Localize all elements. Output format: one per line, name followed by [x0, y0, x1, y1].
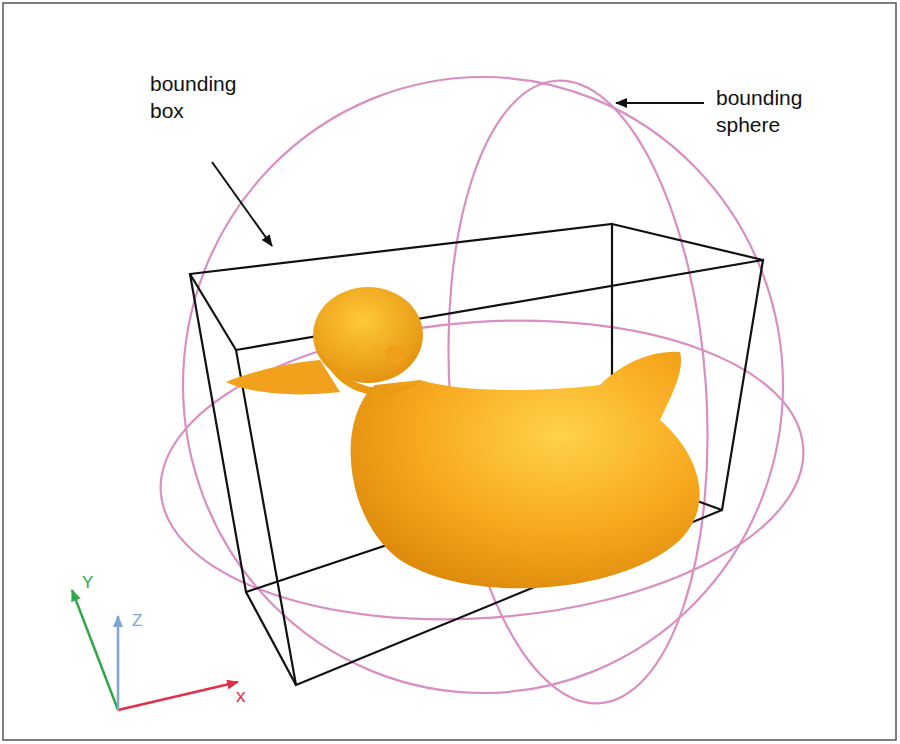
axis-label: Z: [132, 610, 142, 632]
axis-label: Y: [82, 572, 93, 594]
axis-label: x: [236, 684, 246, 709]
callout-label: bounding box: [150, 70, 262, 125]
z-axis: [117, 616, 120, 710]
bounding-sphere: [150, 72, 813, 712]
duck: [226, 287, 700, 588]
x-axis: [118, 682, 238, 710]
leader-line: [212, 162, 272, 246]
bounding-box: [190, 224, 763, 685]
callout-label: bounding sphere: [716, 84, 836, 139]
y-axis: [72, 590, 118, 710]
frame: [3, 3, 896, 740]
leader-line: [616, 102, 704, 104]
